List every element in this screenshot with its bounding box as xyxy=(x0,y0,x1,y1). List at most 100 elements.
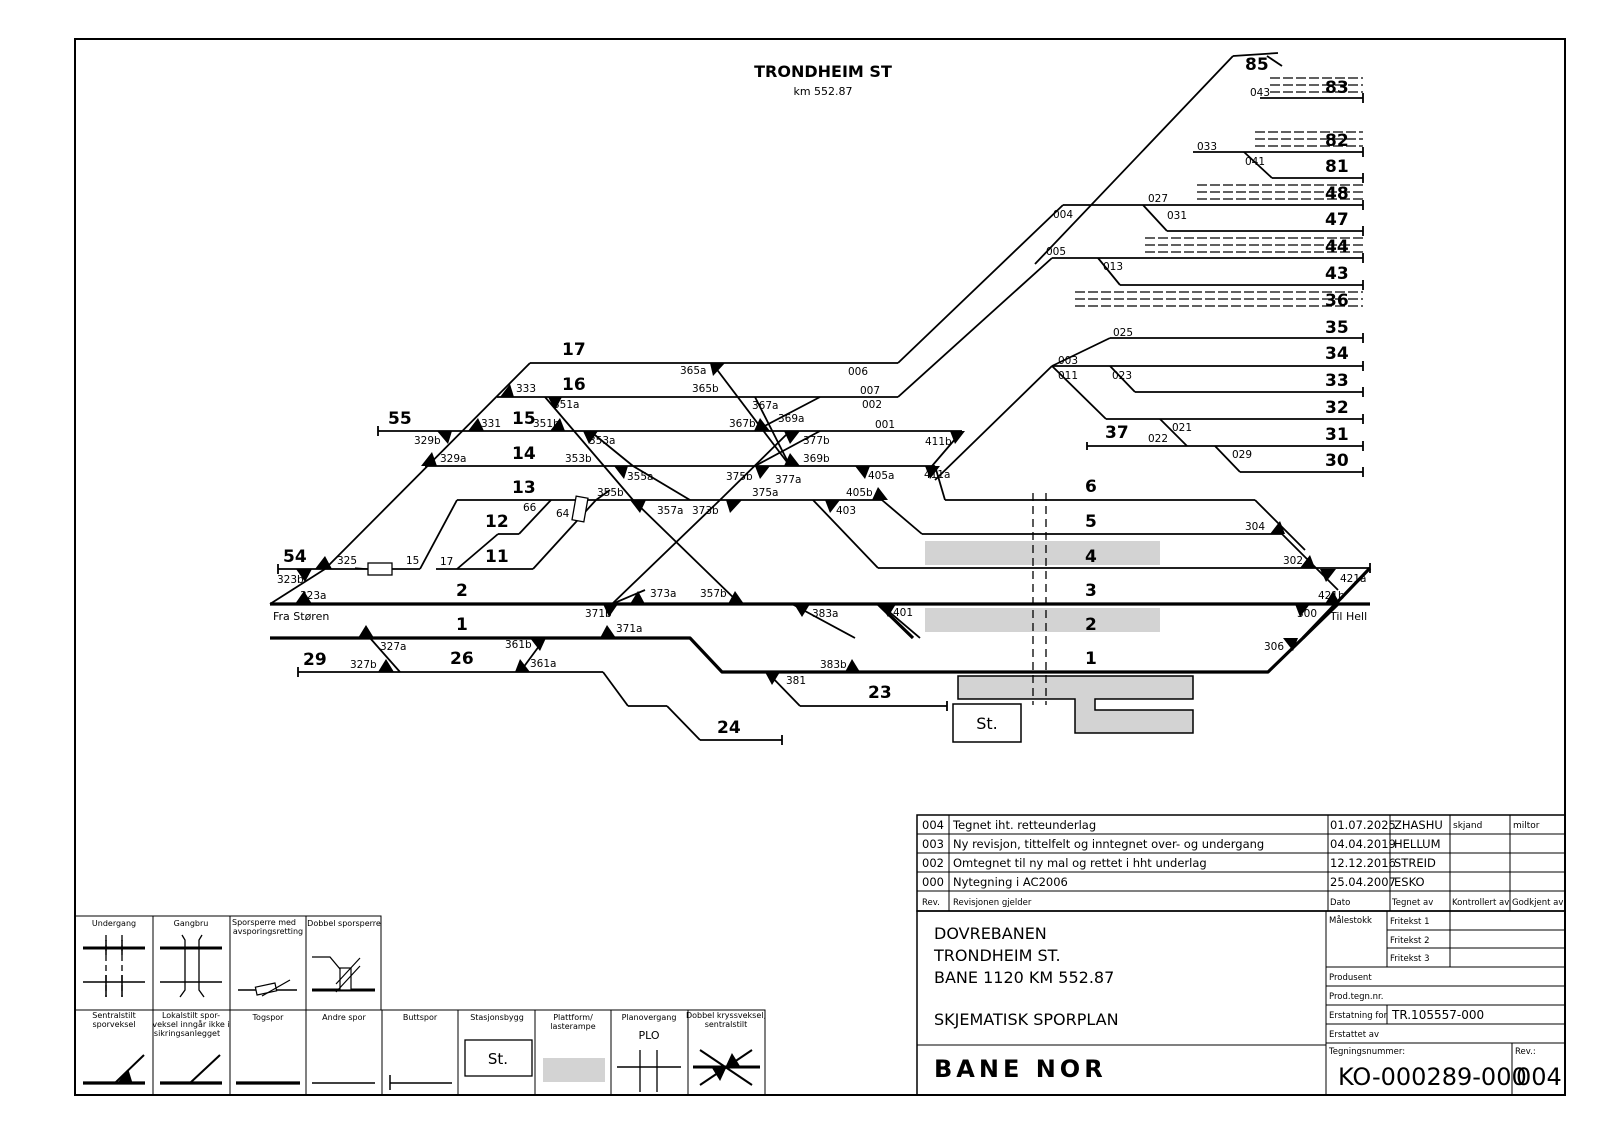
revision-date: 12.12.2016 xyxy=(1330,856,1396,870)
track-number: 55 xyxy=(388,409,412,429)
dashed-tracks xyxy=(1075,77,1363,307)
switch-label: 371a xyxy=(616,623,642,635)
track-number: 4 xyxy=(1085,547,1097,567)
switch-label: 421a xyxy=(1340,573,1366,585)
bane-nor-logo: BANE NOR xyxy=(934,1055,1107,1083)
switch-label: 66 xyxy=(523,502,537,514)
switch-label: 355a xyxy=(627,471,653,483)
switch-labels: 043 033 041 027 031 004 005 013 025 003 … xyxy=(277,87,1366,687)
track-locks xyxy=(354,495,589,576)
track-number: 44 xyxy=(1325,237,1349,257)
legend-plattform: Plattform/ xyxy=(553,1013,593,1022)
rev-header: Revisjonen gjelder xyxy=(953,898,1032,908)
drawing-number: KO-000289-000 xyxy=(1338,1063,1527,1091)
switch-label: 031 xyxy=(1167,210,1187,222)
switch-label: 375b xyxy=(726,471,753,483)
legend-sporsperre: avsporingsretting xyxy=(233,927,303,936)
switch-label: 369b xyxy=(803,453,830,465)
title-line-4: SKJEMATISK SPORPLAN xyxy=(934,1010,1119,1029)
platform-4 xyxy=(925,541,1160,565)
switch-label: 357b xyxy=(700,588,727,600)
track-number: 6 xyxy=(1085,477,1097,497)
platform-2 xyxy=(925,608,1160,632)
track-numbers: 85 83 82 81 48 47 44 43 36 35 34 33 32 3… xyxy=(283,55,1349,738)
switch-label: 383a xyxy=(812,608,838,620)
switch-markers xyxy=(295,363,1340,685)
title-line-3: BANE 1120 KM 552.87 xyxy=(934,968,1114,987)
switch-label: 300 xyxy=(1297,608,1317,620)
track-number: 12 xyxy=(485,512,509,532)
switch-label: 327b xyxy=(350,659,377,671)
switch-label: 367b xyxy=(729,418,756,430)
switch-label: 006 xyxy=(848,366,868,378)
revision-text: Nytegning i AC2006 xyxy=(953,875,1068,889)
revision-rev: 004 xyxy=(922,818,944,832)
legend-stasjon-symbol: St. xyxy=(488,1050,508,1068)
switch-label: 029 xyxy=(1232,449,1252,461)
revision-text: Tegnet iht. retteunderlag xyxy=(952,818,1096,832)
revision-by: HELLUM xyxy=(1394,837,1441,851)
title-line-1: DOVREBANEN xyxy=(934,924,1047,943)
track-number: 37 xyxy=(1105,423,1129,443)
legend-lokal: sikringsanlegget xyxy=(154,1029,220,1038)
rev-header: Rev. xyxy=(922,898,940,908)
track-number: 81 xyxy=(1325,157,1349,177)
switch-label: 304 xyxy=(1245,521,1265,533)
switch-label: 004 xyxy=(1053,209,1073,221)
prodtegn-label: Prod.tegn.nr. xyxy=(1329,992,1383,1002)
track-number: 36 xyxy=(1325,291,1349,311)
switch-label: 025 xyxy=(1113,327,1133,339)
switch-label: 357a xyxy=(657,505,683,517)
track-number: 2 xyxy=(1085,615,1097,635)
station-platform-main xyxy=(957,675,1194,734)
legend-plo-symbol: PLO xyxy=(638,1029,659,1042)
switch-label: 403 xyxy=(836,505,856,517)
switch-label: 043 xyxy=(1250,87,1270,99)
switch-label: 373b xyxy=(692,505,719,517)
track-number: 1 xyxy=(456,615,468,635)
legend-grid xyxy=(74,915,766,1096)
revision-by: STREID xyxy=(1394,856,1436,870)
station-building xyxy=(952,703,1022,743)
switch-label: 351a xyxy=(553,399,579,411)
track-number: 14 xyxy=(512,444,536,464)
station-km: km 552.87 xyxy=(793,85,852,98)
track-number: 43 xyxy=(1325,264,1349,284)
switch-label: 329b xyxy=(414,435,441,447)
track-number: 2 xyxy=(456,581,468,601)
switch-label: 371b xyxy=(585,608,612,620)
track-number: 85 xyxy=(1245,55,1269,75)
drawing-frame xyxy=(74,38,1566,1096)
track-number: 24 xyxy=(717,718,741,738)
switch-label: 377b xyxy=(803,435,830,447)
revision-ctrl: skjand xyxy=(1453,821,1482,831)
erstatning-value: TR.105557-000 xyxy=(1391,1008,1484,1022)
switch-label: 007 xyxy=(860,385,880,397)
switch-label: 033 xyxy=(1197,141,1217,153)
switch-label: 329a xyxy=(440,453,466,465)
switch-label: 323a xyxy=(300,590,326,602)
legend-togspor: Togspor xyxy=(252,1013,285,1022)
track-number: 29 xyxy=(303,650,327,670)
switch-label: 64 xyxy=(556,508,570,520)
track-number: 5 xyxy=(1085,512,1097,532)
revision-by: ZHASHU xyxy=(1394,818,1443,832)
switch-label: 021 xyxy=(1172,422,1192,434)
legend-andre: Andre spor xyxy=(322,1013,366,1022)
platforms: St. xyxy=(925,541,1194,743)
legend-plan: Planovergang xyxy=(622,1013,677,1022)
track-number: 15 xyxy=(512,409,536,429)
switch-label: 353b xyxy=(565,453,592,465)
legend-sentral: sporveksel xyxy=(92,1020,135,1029)
switch-label: 383b xyxy=(820,659,847,671)
switch-label: 361b xyxy=(505,639,532,651)
station-title: TRONDHEIM ST xyxy=(754,62,892,81)
track-number: 47 xyxy=(1325,210,1349,230)
track-number: 23 xyxy=(868,683,892,703)
fritekst-3: Fritekst 3 xyxy=(1390,954,1429,964)
revision-rev: 003 xyxy=(922,837,944,851)
legend-labels: Undergang Gangbru Sporsperre med avspori… xyxy=(92,918,766,1038)
revision-date: 01.07.2025 xyxy=(1330,818,1396,832)
track-number: 82 xyxy=(1325,131,1349,151)
track-number: 26 xyxy=(450,649,474,669)
